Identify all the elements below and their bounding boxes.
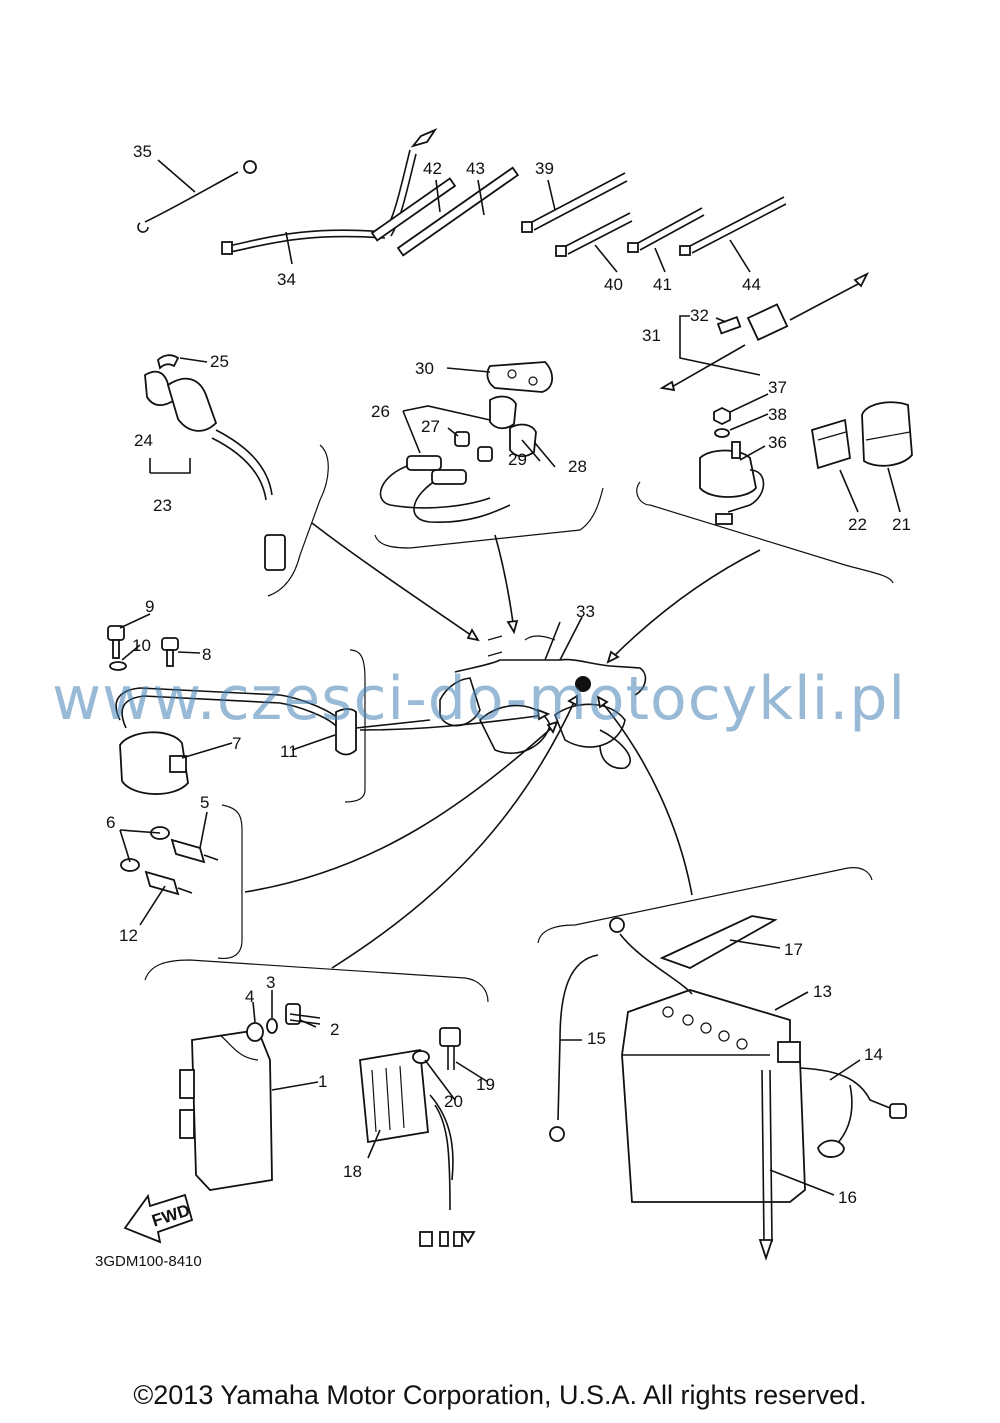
nut-37: [713, 406, 731, 426]
washer-10: [109, 661, 127, 671]
callout-31: 31: [642, 326, 661, 345]
battery-lead-14: [799, 1067, 907, 1158]
callout-40: 40: [604, 275, 623, 294]
callout-11: 11: [280, 742, 298, 761]
callout-38: 38: [768, 405, 787, 424]
band-42: [370, 177, 457, 242]
callout-42: 42: [423, 159, 442, 178]
sensor-5: [170, 838, 219, 864]
callout-18: 18: [343, 1162, 362, 1181]
cable-tie-44: [679, 196, 787, 256]
callout-2: 2: [330, 1020, 339, 1039]
callout-16: 16: [838, 1188, 857, 1207]
callout-19: 19: [476, 1075, 495, 1094]
leader-lines: [244, 522, 761, 969]
battery-13: [621, 989, 806, 1203]
callout-numbers: 1 2 3 4 5 6 7 8 9 10 11 12 13 14 15 16 1…: [106, 142, 911, 1207]
callout-6: 6: [106, 813, 115, 832]
bracket-cdi-group: [144, 959, 489, 1003]
callout-leaders: [119, 159, 901, 1196]
callout-28: 28: [568, 457, 587, 476]
band-43: [396, 166, 520, 257]
callout-24: 24: [134, 431, 153, 450]
callout-9: 9: [145, 597, 154, 616]
callout-33: 33: [576, 602, 595, 621]
callout-21: 21: [892, 515, 911, 534]
callout-32: 32: [690, 306, 709, 325]
callout-22: 22: [848, 515, 867, 534]
copyright-notice: ©2013 Yamaha Motor Corporation, U.S.A. A…: [133, 1380, 867, 1410]
callout-29: 29: [508, 450, 527, 469]
callout-14: 14: [864, 1045, 883, 1064]
callout-26: 26: [371, 402, 390, 421]
cable-tie-41: [627, 207, 705, 253]
bracket-lead-group: [374, 487, 604, 549]
ground-lead-15: [549, 917, 693, 1142]
callout-23: 23: [153, 496, 172, 515]
screw-8: [161, 637, 179, 667]
callout-34: 34: [277, 270, 296, 289]
callout-15: 15: [587, 1029, 606, 1048]
callout-12: 12: [119, 926, 138, 945]
cable-tie-40: [555, 212, 633, 257]
wire-harness-34: [221, 127, 438, 255]
callout-43: 43: [466, 159, 485, 178]
battery-band-17: [659, 915, 778, 969]
callout-44: 44: [742, 275, 761, 294]
callout-17: 17: [784, 940, 803, 959]
bracket-sensor-group: [217, 804, 243, 960]
ignition-coil-7: [115, 687, 341, 795]
lead-set-26: [379, 455, 511, 523]
callout-41: 41: [653, 275, 672, 294]
bracket-battery-group: [537, 867, 873, 944]
bolt-19: [439, 1027, 461, 1070]
diagram-part-number: 3GDM100-8410: [95, 1253, 202, 1270]
bracket-switch-group: [267, 444, 329, 597]
wire-lead-35: [137, 160, 257, 233]
cover-21: [861, 401, 913, 467]
washer-4: [246, 1022, 264, 1042]
starter-relay-36: [699, 441, 765, 525]
fuse-32: [716, 316, 742, 335]
callout-30: 30: [415, 359, 434, 378]
gasket-6: [120, 826, 170, 872]
switch-cap-25: [157, 354, 180, 370]
rectifier-18: [359, 1048, 476, 1247]
breather-hose-16: [758, 1069, 774, 1261]
plate-30: [486, 361, 554, 393]
callout-25: 25: [210, 352, 229, 371]
callout-39: 39: [535, 159, 554, 178]
callout-7: 7: [232, 734, 241, 753]
connector-27: [454, 431, 470, 447]
washer-38: [714, 428, 730, 438]
fwd-arrow-icon: FWD: [123, 1193, 194, 1244]
bracket-relay-group: [636, 481, 894, 584]
cdi-unit-1: [179, 1029, 273, 1191]
callout-5: 5: [200, 793, 209, 812]
callout-10: 10: [132, 636, 151, 655]
bolt-9: [107, 625, 125, 659]
plug-cap-11: [335, 708, 431, 756]
callout-36: 36: [768, 433, 787, 452]
callout-8: 8: [202, 645, 211, 664]
main-switch-23: [144, 370, 286, 571]
cable-tie-39: [521, 172, 628, 233]
callout-37: 37: [768, 378, 787, 397]
callout-27: 27: [421, 417, 440, 436]
fuse-holder-31: [659, 271, 870, 392]
watermark-text: www.czesci-do-motocykli.pl: [52, 664, 907, 734]
callout-4: 4: [245, 987, 254, 1006]
connector-29: [477, 446, 493, 462]
callout-20: 20: [444, 1092, 463, 1111]
callout-35: 35: [133, 142, 152, 161]
sensor-12: [144, 870, 193, 896]
callout-13: 13: [813, 982, 832, 1001]
callout-3: 3: [266, 973, 275, 992]
callout-1: 1: [318, 1072, 327, 1091]
washer-3: [266, 1018, 278, 1034]
relay-22: [810, 418, 851, 470]
bracket-coil-group: [344, 649, 366, 803]
